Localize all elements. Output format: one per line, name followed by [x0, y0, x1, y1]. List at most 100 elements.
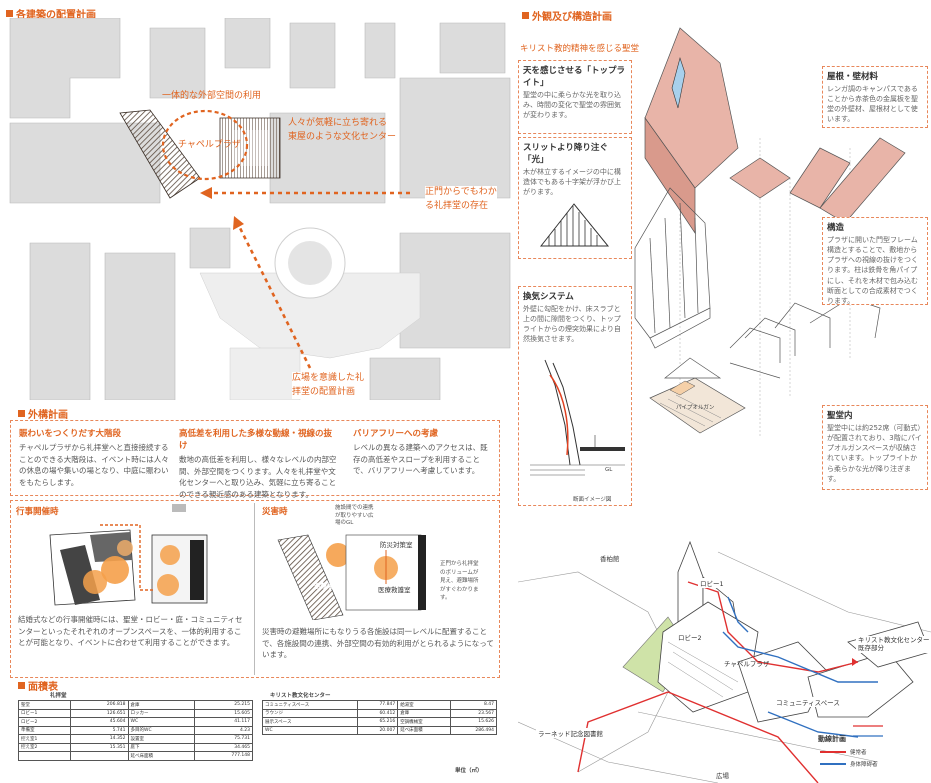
bullet-square-icon [18, 682, 25, 689]
ventilation-caption: 断面イメージ図 [573, 497, 612, 503]
bullet-square-icon [6, 10, 13, 17]
area-cell: 5.741 [70, 725, 129, 735]
axonometric-diagram [634, 27, 906, 438]
area-cell: 60.412 [357, 708, 399, 718]
area-cell: 控え室1 [17, 734, 72, 744]
event-text: 結婚式などの行事開催時には、聖堂・ロビー・庭・コミュニティセンターといったそれぞ… [18, 615, 243, 648]
area-cell: 126.651 [70, 708, 129, 718]
chapel-plaza-circle [161, 109, 249, 181]
area-cell: WC [261, 725, 359, 735]
area-table2-title: キリスト教文化センター [270, 693, 331, 699]
event-title: 行事開催時 [16, 507, 59, 517]
legend-disabled: 身体障碍者 [820, 760, 878, 768]
area-cell: 控え室2 [17, 742, 72, 752]
exterior-box: 賑わいをつくりだす大階段 チャペルプラザから礼拝堂へと直接接続することのできる大… [10, 420, 500, 499]
area-cell: 多目的WC [127, 725, 196, 735]
exterior-title: 外構計画 [18, 406, 68, 421]
area-cell: 34.465 [194, 742, 253, 752]
disaster-note: 施設間での連携が取りやすい広場のGL [335, 505, 374, 527]
box-toplight: 天を感じさせる「トップライト」 聖堂の中に柔らかな光を取り込み、時間の変化で聖堂… [518, 60, 632, 134]
event-thumb [172, 504, 186, 512]
box-ventilation: 換気システム 外壁に勾配をかけ、床スラブと上の間に隙間をつくり、トップライトから… [518, 286, 632, 506]
disaster-label-refuge: 避難場所 [314, 582, 340, 590]
exterior-col-1: 賑わいをつくりだす大階段 チャペルプラザから礼拝堂へと直接接続することのできる大… [19, 429, 169, 487]
area-cell: ロッカー [127, 708, 196, 718]
area-cell: 25.215 [194, 700, 253, 710]
structure-title: 外観及び構造計画 [522, 8, 612, 23]
area-cell [70, 751, 129, 761]
area-cell: 8.47 [450, 700, 497, 710]
area-cell: 41.117 [194, 717, 253, 727]
area-unit: 単位（㎡） [455, 768, 483, 774]
area-cell: 庭下 [127, 742, 196, 752]
bullet-square-icon [18, 410, 25, 417]
legend-blue-line-icon [820, 763, 846, 765]
area-cell: 準備室 [17, 725, 72, 735]
disaster-side: 正門から礼拝堂のボリュームが見え、避難場所がすぐわかります。 [440, 561, 479, 602]
disaster-text: 災害時の避難場所にもなりうる各施設は同一レベルに配置することで、各施設間の連携、… [262, 627, 494, 660]
area-cell: 20.007 [357, 725, 399, 735]
disaster-title: 災害時 [262, 507, 288, 517]
area-cell: 65.216 [357, 717, 399, 727]
event-diagram [49, 524, 208, 606]
area-cell: 給湯室 [397, 700, 452, 710]
plan-label-lobby1: ロビー1 [698, 578, 726, 588]
area-cell: 空調機械室 [397, 717, 452, 727]
site-plan-title: 各建築の配置計画 [6, 6, 96, 21]
square-label: 広場を意識した礼拝堂の配置計画 [292, 372, 365, 399]
area-table1-title: 礼拝堂 [50, 693, 67, 699]
area-cell: ラウンジ [261, 708, 359, 718]
area-cell: 倉庫 [127, 700, 196, 710]
plan-label-square: 広場 [714, 770, 731, 780]
plan-label-community: コミュニティスペース [774, 697, 842, 707]
area-cell: 77.847 [357, 700, 399, 710]
structure-subtitle: キリスト教的精神を感じる聖堂 [520, 44, 640, 54]
area-cell: 45.604 [70, 717, 129, 727]
area-cell: 777.148 [194, 751, 253, 761]
area-cell: 4.23 [194, 725, 253, 735]
area-cell: 206.818 [70, 700, 129, 710]
box-structure: 構造 プラザに開いた門型フレーム構造とすることで、敷地からプラザへの視線の抜けを… [822, 217, 928, 305]
gate-label: 正門からでもわかる礼拝堂の存在 [425, 186, 497, 213]
box-interior: 聖堂内 聖堂中には約252席（可動式）が配置されており、3階にパイプオルガンスペ… [822, 405, 928, 490]
box-slit: スリットより降り注ぐ「光」 木が林立するイメージの中に構造体でもある十字架が浮か… [518, 137, 632, 259]
area-cell: 286.494 [450, 725, 497, 735]
ventilation-section [530, 359, 625, 476]
legend-red-line-icon [820, 751, 846, 753]
ventilation-gl: GL [605, 467, 613, 473]
area-cell: ロビー2 [17, 717, 72, 727]
area-cell: 75.731 [194, 734, 253, 744]
exterior-col-2: 高低差を利用した多様な動線・視線の抜け 敷地の高低差を利用し、様々なレベルの内部… [179, 429, 337, 499]
area-cell: 展示スペース [261, 717, 359, 727]
area-cell: コミュニティスペース [261, 700, 359, 710]
legend-title: 動線計画 [818, 735, 846, 743]
area-cell: 14.352 [70, 734, 129, 744]
area-cell: 15.605 [194, 708, 253, 718]
plan-label-lobby2: ロビー2 [676, 632, 704, 642]
plan-label-culture: キリスト教文化センター既存部分 [856, 636, 931, 653]
plan-label-plaza: チャペルプラザ [724, 660, 770, 668]
culture-center-building [219, 117, 281, 179]
culture-label: 人々が気軽に立ち寄れる東屋のような文化センター [288, 118, 397, 142]
unity-label: 一体的な外部空間の利用 [162, 91, 262, 101]
plaza-label: チャペルプラザ [178, 140, 241, 150]
plan-label-koushakukan: 香柏館 [598, 553, 622, 563]
arrow-up-icon [233, 216, 244, 230]
bullet-square-icon [522, 12, 529, 19]
slit-diagram [539, 203, 610, 247]
area-cell: WC [127, 717, 196, 727]
area-cell: 設置室 [127, 734, 196, 744]
area-cell: 延べ床面積 [397, 725, 452, 735]
plan-label-library: ラーネッド記念図書館 [536, 728, 605, 738]
box-material: 屋根・壁材料 レンガ調のキャンパスであることから赤茶色の金属板を聖堂の外壁材、屋… [822, 66, 928, 128]
legend-healthy: 健常者 [820, 748, 867, 756]
organ-label: パイプオルガン [676, 405, 715, 411]
